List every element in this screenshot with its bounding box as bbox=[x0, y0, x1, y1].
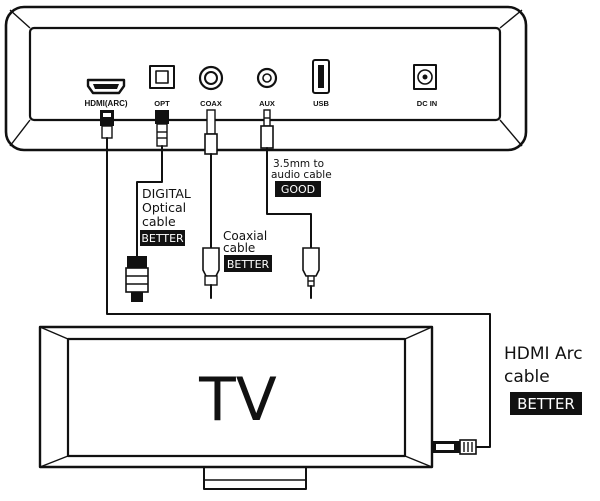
aux-cable bbox=[260, 109, 320, 299]
optical-port-label: OPT bbox=[154, 99, 170, 108]
hdmi-cable-note: HDMI Arc cable BETTER bbox=[504, 344, 583, 415]
tv-stand bbox=[203, 466, 307, 490]
usb-port-icon bbox=[312, 59, 330, 94]
hdmi-port-icon bbox=[86, 78, 126, 95]
aux-note-line-1: 3.5mm to bbox=[273, 158, 324, 170]
aux-port-label: AUX bbox=[259, 99, 275, 108]
coax-port-label: COAX bbox=[200, 99, 222, 108]
hdmi-note-line-2: cable bbox=[504, 367, 550, 387]
tv-label: TV bbox=[198, 365, 277, 435]
usb-port-label: USB bbox=[313, 99, 329, 108]
coaxial-cable bbox=[202, 109, 220, 299]
optical-badge bbox=[140, 230, 185, 246]
dc-in-port-icon bbox=[413, 64, 437, 90]
coax-port-icon bbox=[198, 65, 224, 91]
aux-cable-note: 3.5mm to audio cable GOOD bbox=[271, 158, 332, 197]
hdmi-note-line-1: HDMI Arc bbox=[504, 344, 583, 364]
aux-badge bbox=[275, 181, 321, 197]
coaxial-note-line-1: Coaxial bbox=[223, 229, 267, 243]
optical-cable bbox=[125, 110, 169, 302]
tv: TV bbox=[38, 325, 434, 490]
aux-port-icon bbox=[256, 67, 278, 89]
aux-note-line-2: audio cable bbox=[271, 169, 332, 181]
optical-note-line-1: DIGITAL bbox=[142, 186, 191, 201]
hdmi-badge-text: BETTER bbox=[517, 395, 575, 413]
coaxial-badge bbox=[224, 255, 272, 272]
optical-note-line-2: Optical bbox=[142, 200, 186, 215]
optical-note-line-3: cable bbox=[142, 214, 176, 229]
coaxial-note-line-2: cable bbox=[223, 241, 255, 255]
coaxial-cable-note: Coaxial cable BETTER bbox=[223, 229, 272, 272]
coaxial-badge-text: BETTER bbox=[227, 258, 270, 271]
hdmi-cable bbox=[100, 110, 491, 455]
dc-in-port-label: DC IN bbox=[417, 99, 437, 108]
optical-badge-text: BETTER bbox=[141, 232, 184, 245]
optical-cable-note: DIGITAL Optical cable BETTER bbox=[140, 186, 191, 246]
hdmi-port-label: HDMI(ARC) bbox=[84, 99, 127, 108]
optical-port-icon bbox=[149, 65, 175, 89]
aux-badge-text: GOOD bbox=[281, 183, 315, 196]
hdmi-badge bbox=[510, 392, 582, 415]
